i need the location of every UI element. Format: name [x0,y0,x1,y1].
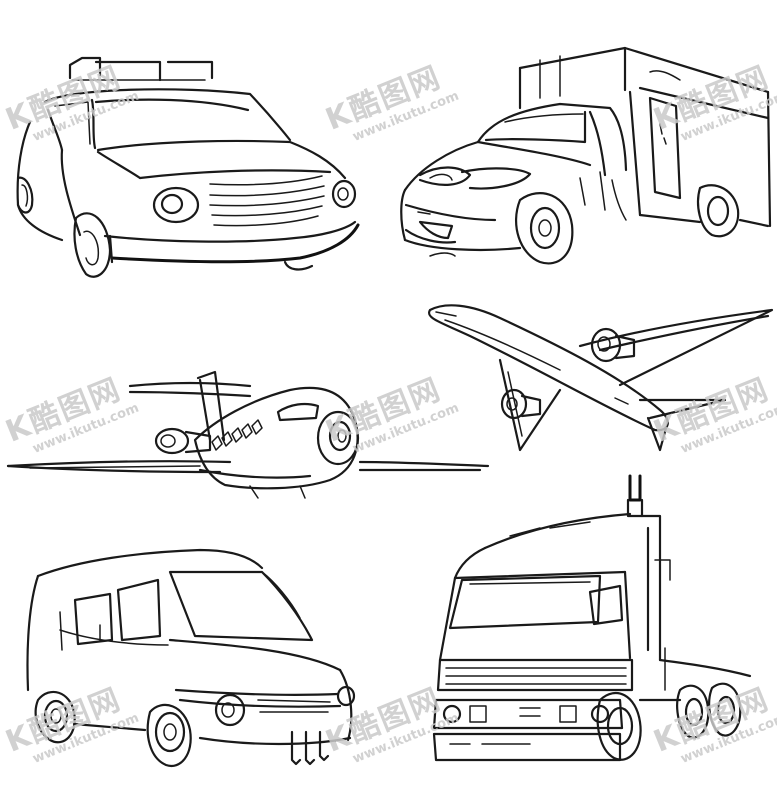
police-car-sketch [16,56,360,278]
semi-truck-sketch [432,474,752,762]
van-sketch [26,548,356,768]
box-truck-sketch [400,46,772,265]
propeller-plane-sketch [6,370,490,499]
jet-airplane-sketch [428,304,774,452]
